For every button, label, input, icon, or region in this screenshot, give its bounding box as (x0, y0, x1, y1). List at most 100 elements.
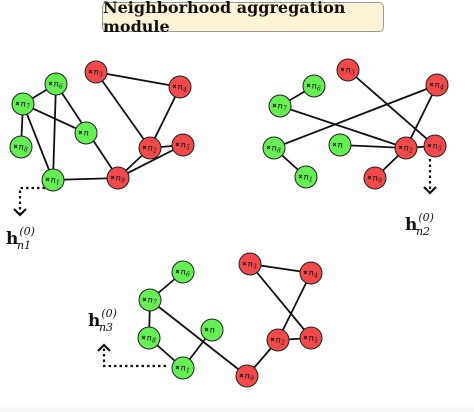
graph2-node-n2: n2 (394, 136, 418, 160)
graph2-node-n3-label: n3 (346, 66, 355, 77)
graph1-embedding-label: h(0)n1 (6, 225, 35, 252)
module-title-text: Neighborhood aggregation module (103, 0, 346, 36)
graph2-node-n7: n7 (268, 94, 292, 118)
graph2-node-n-cross-icon (332, 142, 337, 147)
graph1-edge-n3-n2 (95, 71, 151, 149)
graph1-node-n: n (74, 121, 98, 145)
graph3-node-n2-cross-icon (270, 337, 275, 342)
graph2-node-n9-circle (363, 166, 387, 190)
graph3-edge-n3-n5 (249, 263, 312, 339)
nodes-layer: n6 n7 n8 n n1 n3 n4 n2 n5 n9 n6 n7 n8 n n1 n3 n4 n2 n5 n9 n6… (9, 58, 449, 388)
edges-layer (20, 69, 438, 377)
graph2-node-n: n (328, 133, 352, 157)
graph3-node-n4-label: n4 (309, 269, 318, 280)
arrows-layer (13, 159, 437, 368)
graph3-arrow-head-icon (97, 343, 111, 352)
graph2-node-n8-label: n8 (272, 144, 281, 155)
graph1-node-n9: n9 (106, 166, 130, 190)
graph2-node-n5-circle (423, 134, 447, 158)
graph3-node-n1: n1 (171, 356, 195, 380)
graph3-node-n7-circle (138, 288, 162, 312)
graph2-node-n-label: n (338, 141, 343, 151)
graph3-node-n3-circle (238, 252, 262, 276)
graph2-node-n4: n4 (425, 73, 449, 97)
graph2-node-n6-circle (302, 74, 326, 98)
graph1-node-n9-label: n9 (116, 174, 125, 185)
graph3-node-n7: n7 (138, 288, 162, 312)
graph2-node-n8: n8 (262, 136, 286, 160)
graph1-node-n7-circle (11, 92, 35, 116)
graph1-node-n6-label: n6 (54, 80, 63, 91)
graph1-node-n6-cross-icon (48, 81, 53, 86)
graph3-node-n: n (200, 318, 224, 342)
graph3-node-n8-label: n8 (147, 334, 156, 345)
graph3-node-n6-cross-icon (175, 269, 180, 274)
graph1-node-n4-cross-icon (172, 84, 177, 89)
graph2-node-n3: n3 (336, 58, 360, 82)
graph3-node-n2: n2 (266, 328, 290, 352)
graph3-node-n-circle (200, 318, 224, 342)
graph2-node-n6: n6 (302, 74, 326, 98)
graph1-node-n5-cross-icon (175, 142, 180, 147)
graph2-node-n9-label: n9 (373, 174, 382, 185)
graph3-output-arrow (102, 346, 166, 368)
graph2-node-n6-label: n6 (312, 82, 321, 93)
graph3-node-n-cross-icon (204, 327, 209, 332)
graph1-node-n2-circle (138, 136, 162, 160)
graph2-node-n5-cross-icon (427, 143, 432, 148)
graph2-embedding-label: h(0)n2 (405, 211, 434, 238)
graph3-node-n5-circle (299, 326, 323, 350)
graph3-node-n9-cross-icon (239, 373, 244, 378)
graph1-node-n3-label: n3 (94, 68, 103, 79)
graph1-node-n6: n6 (44, 72, 68, 96)
graph1-node-n7: n7 (11, 92, 35, 116)
graph2-node-n3-cross-icon (340, 67, 345, 72)
graph2-node-n4-label: n4 (435, 81, 444, 92)
graph3-node-n8-circle (137, 326, 161, 350)
module-title: Neighborhood aggregation module (102, 0, 384, 36)
graph3-node-n6-circle (171, 260, 195, 284)
graph2-node-n4-circle (425, 73, 449, 97)
graph3-node-n5: n5 (299, 326, 323, 350)
graph2-node-n2-circle (394, 136, 418, 160)
graph2-edge-n7-n2 (279, 105, 407, 149)
graph3-node-n5-cross-icon (303, 335, 308, 340)
graph1-node-n5-label: n5 (181, 141, 190, 152)
graph1-node-n3: n3 (84, 60, 108, 84)
graph1-edge-n7-n1 (22, 103, 54, 181)
graph3-node-n3: n3 (238, 252, 262, 276)
graph2-node-n8-circle (262, 136, 286, 160)
graph1-node-n2: n2 (138, 136, 162, 160)
graph3-node-n6-label: n6 (181, 268, 190, 279)
graph3-node-n-label: n (210, 326, 215, 336)
graph1-edge-n3-n4 (95, 71, 181, 88)
graph3-node-n7-cross-icon (142, 297, 147, 302)
graph1-node-n-cross-icon (78, 130, 83, 135)
graph2-node-n1-cross-icon (298, 174, 303, 179)
graph2-arrow-head-icon (423, 186, 437, 195)
graph2-edge-n3-n5 (347, 69, 436, 147)
graph1-node-n4-label: n4 (178, 83, 187, 94)
graph1-node-n6-circle (44, 72, 68, 96)
graph3-edge-n7-n9 (149, 299, 248, 377)
graph1-node-n5-circle (171, 133, 195, 157)
graph2-node-n1: n1 (294, 165, 318, 189)
graph1-node-n1-label: n1 (51, 176, 60, 187)
graph3-node-n6: n6 (171, 260, 195, 284)
graph2-node-n7-label: n7 (278, 102, 287, 113)
graph3-node-n9-label: n9 (245, 372, 254, 383)
graph1-node-n3-cross-icon (88, 69, 93, 74)
graph1-node-n1: n1 (41, 168, 65, 192)
graph2-node-n7-circle (268, 94, 292, 118)
graph2-node-n-circle (328, 133, 352, 157)
graph2-node-n1-label: n1 (304, 173, 313, 184)
graph3-node-n3-label: n3 (248, 260, 257, 271)
graph2-node-n7-cross-icon (272, 103, 277, 108)
graph1-node-n7-label: n7 (21, 100, 30, 111)
graph3-node-n8-cross-icon (141, 335, 146, 340)
graph2-node-n5-label: n5 (433, 142, 442, 153)
graph1-node-n8: n8 (9, 135, 33, 159)
graph3-node-n1-circle (171, 356, 195, 380)
graph3-node-n9-circle (235, 364, 259, 388)
